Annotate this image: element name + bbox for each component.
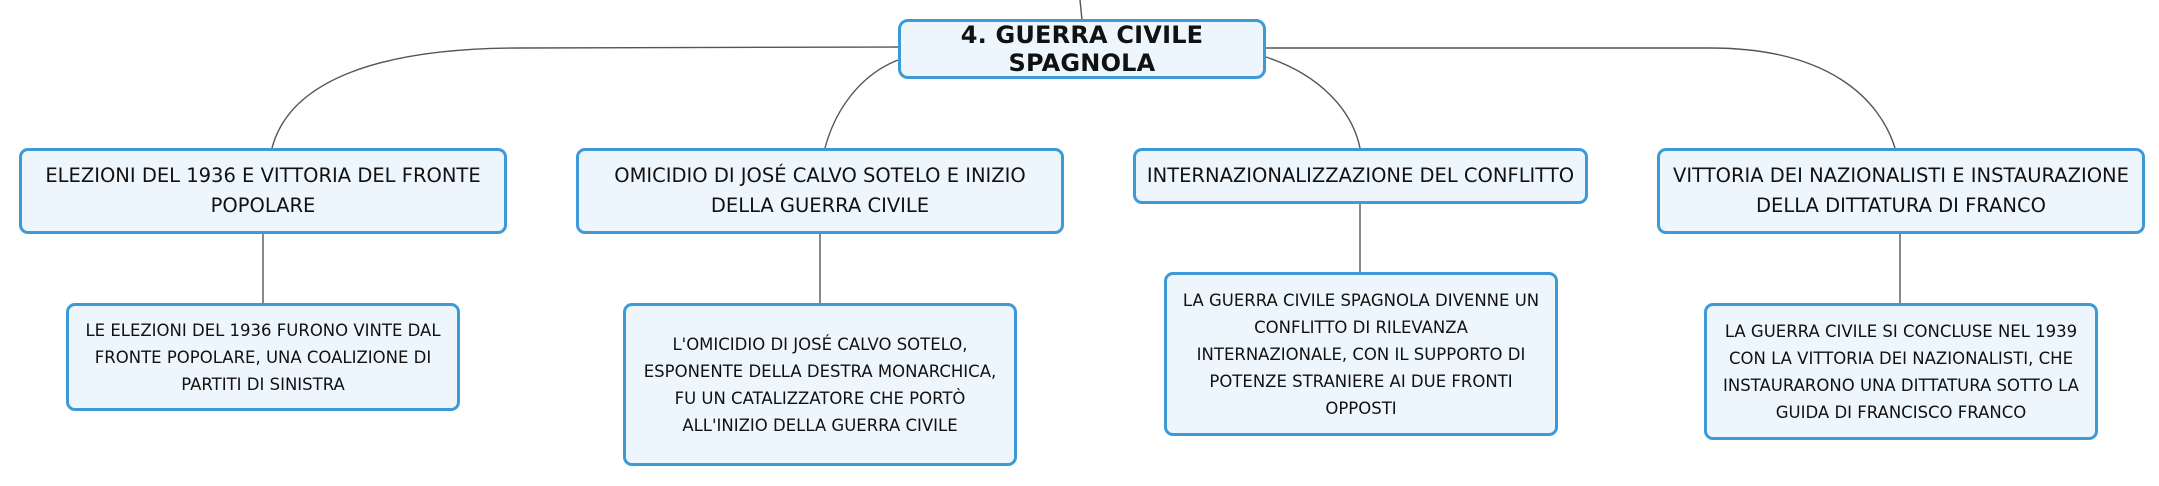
branch-topic-label: INTERNAZIONALIZZAZIONE DEL CONFLITTO <box>1146 164 1575 187</box>
connector-root-branch-3 <box>1265 56 1361 149</box>
branch-topic-label: VITTORIA DEI NAZIONALISTI E INSTAURAZION… <box>1673 164 2129 217</box>
detail-topic-label: LE ELEZIONI DEL 1936 FURONO VINTE DAL FR… <box>85 320 441 394</box>
root-topic[interactable]: 4. GUERRA CIVILE SPAGNOLA <box>898 19 1266 79</box>
connector-root-branch-1 <box>271 46 899 149</box>
root-topic-label: 4. GUERRA CIVILE SPAGNOLA <box>960 21 1204 77</box>
branch-topic-4[interactable]: VITTORIA DEI NAZIONALISTI E INSTAURAZION… <box>1657 148 2145 234</box>
detail-topic-label: LA GUERRA CIVILE SI CONCLUSE NEL 1939 CO… <box>1723 321 2079 422</box>
branch-topic-2[interactable]: OMICIDIO DI JOSÉ CALVO SOTELO E INIZIO D… <box>576 148 1064 234</box>
branch-topic-3[interactable]: INTERNAZIONALIZZAZIONE DEL CONFLITTO <box>1133 148 1588 204</box>
detail-topic-3[interactable]: LA GUERRA CIVILE SPAGNOLA DIVENNE UN CON… <box>1164 272 1558 436</box>
branch-topic-label: OMICIDIO DI JOSÉ CALVO SOTELO E INIZIO D… <box>614 164 1026 217</box>
detail-topic-4[interactable]: LA GUERRA CIVILE SI CONCLUSE NEL 1939 CO… <box>1704 303 2098 440</box>
connector-to-parent <box>1079 0 1083 21</box>
connector-root-branch-4 <box>1266 47 1896 149</box>
detail-topic-2[interactable]: L'OMICIDIO DI JOSÉ CALVO SOTELO, ESPONEN… <box>623 303 1017 466</box>
detail-topic-1[interactable]: LE ELEZIONI DEL 1936 FURONO VINTE DAL FR… <box>66 303 460 411</box>
detail-topic-label: L'OMICIDIO DI JOSÉ CALVO SOTELO, ESPONEN… <box>643 334 997 435</box>
branch-topic-label: ELEZIONI DEL 1936 E VITTORIA DEL FRONTE … <box>45 164 481 217</box>
connector-root-branch-2 <box>824 59 899 149</box>
branch-topic-1[interactable]: ELEZIONI DEL 1936 E VITTORIA DEL FRONTE … <box>19 148 507 234</box>
detail-topic-label: LA GUERRA CIVILE SPAGNOLA DIVENNE UN CON… <box>1182 290 1540 418</box>
